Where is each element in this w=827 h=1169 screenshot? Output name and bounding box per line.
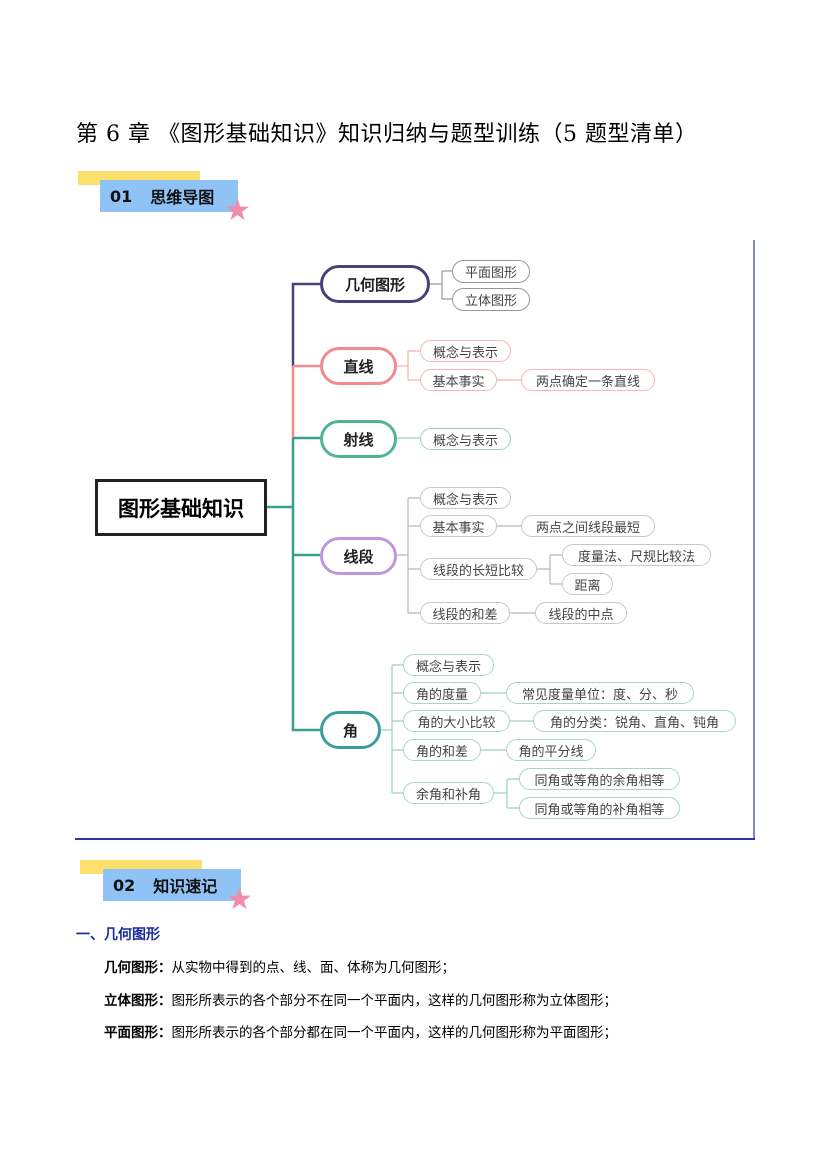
term: 平面图形： bbox=[104, 1025, 172, 1041]
leaf-node: 角的分类：锐角、直角、钝角 bbox=[533, 710, 736, 732]
mindmap-connectors bbox=[75, 240, 755, 840]
leaf-node: 基本事实 bbox=[420, 515, 497, 537]
leaf-node: 概念与表示 bbox=[420, 428, 511, 450]
leaf-node: 线段的和差 bbox=[420, 602, 510, 624]
leaf-node: 距离 bbox=[562, 573, 613, 595]
branch-geometric-figures: 几何图形 bbox=[320, 265, 430, 303]
leaf-node: 角的和差 bbox=[403, 739, 481, 761]
term: 立体图形： bbox=[104, 993, 172, 1009]
branch-line: 直线 bbox=[320, 347, 397, 385]
branch-segment: 线段 bbox=[320, 537, 397, 575]
page-title: 第 6 章 《图形基础知识》知识归纳与题型训练（5 题型清单） bbox=[76, 122, 698, 147]
leaf-node: 概念与表示 bbox=[420, 340, 511, 362]
leaf-node: 概念与表示 bbox=[403, 654, 494, 676]
leaf-node: 同角或等角的补角相等 bbox=[519, 797, 680, 819]
section-number: 01 bbox=[110, 186, 133, 206]
badge-label: 01 思维导图 bbox=[100, 180, 238, 212]
section-number: 02 bbox=[113, 875, 136, 895]
mindmap-root: 图形基础知识 bbox=[95, 479, 267, 536]
definition: 图形所表示的各个部分都在同一个平面内，这样的几何图形称为平面图形； bbox=[171, 1025, 618, 1041]
leaf-node: 概念与表示 bbox=[420, 487, 511, 509]
knowledge-item: 立体图形：图形所表示的各个部分不在同一个平面内，这样的几何图形称为立体图形； bbox=[104, 989, 617, 1009]
leaf-node: 两点确定一条直线 bbox=[521, 369, 655, 391]
badge-label: 02 知识速记 bbox=[103, 869, 241, 901]
knowledge-item: 几何图形：从实物中得到的点、线、面、体称为几何图形； bbox=[104, 956, 455, 976]
star-icon: ★ bbox=[224, 193, 251, 228]
term: 几何图形： bbox=[104, 960, 172, 976]
leaf-node: 线段的中点 bbox=[535, 602, 627, 624]
leaf-node: 余角和补角 bbox=[403, 782, 494, 804]
leaf-node: 常见度量单位：度、分、秒 bbox=[506, 682, 694, 704]
section-title: 思维导图 bbox=[150, 188, 215, 207]
branch-ray: 射线 bbox=[320, 420, 397, 458]
leaf-node: 度量法、尺规比较法 bbox=[562, 544, 711, 566]
leaf-node: 同角或等角的余角相等 bbox=[519, 768, 680, 790]
definition: 从实物中得到的点、线、面、体称为几何图形； bbox=[171, 960, 456, 976]
leaf-node: 两点之间线段最短 bbox=[521, 515, 655, 537]
knowledge-heading: 一、几何图形 bbox=[76, 927, 160, 943]
leaf-node: 角的度量 bbox=[403, 682, 481, 704]
branch-angle: 角 bbox=[320, 711, 381, 749]
knowledge-item: 平面图形：图形所表示的各个部分都在同一个平面内，这样的几何图形称为平面图形； bbox=[104, 1021, 617, 1041]
leaf-node: 平面图形 bbox=[452, 260, 530, 283]
leaf-node: 角的大小比较 bbox=[403, 710, 510, 732]
star-icon: ★ bbox=[226, 882, 253, 917]
section-title: 知识速记 bbox=[153, 877, 218, 896]
leaf-node: 基本事实 bbox=[420, 369, 497, 391]
leaf-node: 线段的长短比较 bbox=[420, 558, 537, 580]
definition: 图形所表示的各个部分不在同一个平面内，这样的几何图形称为立体图形； bbox=[171, 993, 618, 1009]
leaf-node: 立体图形 bbox=[452, 288, 530, 311]
leaf-node: 角的平分线 bbox=[506, 739, 596, 761]
